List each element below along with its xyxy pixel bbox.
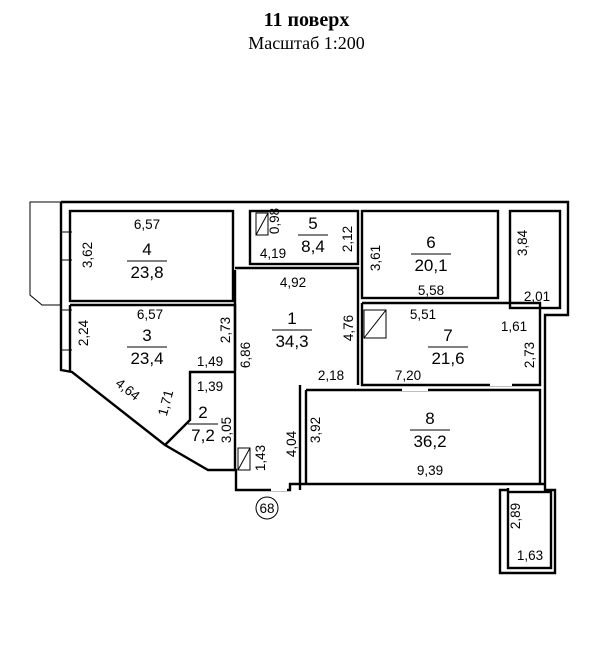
dim-label: 2,73 <box>218 317 233 343</box>
dim-label: 2,18 <box>318 368 344 383</box>
dim-label: 5,58 <box>418 283 444 298</box>
ventilation-shafts <box>237 212 387 471</box>
room-1-area: 34,3 <box>275 332 308 351</box>
dim-label: 7,20 <box>395 368 421 383</box>
room-8-number: 8 <box>425 409 434 428</box>
dim-label: 4,04 <box>284 430 299 457</box>
room-4-area: 23,8 <box>130 263 163 282</box>
room-1-number: 1 <box>287 309 296 328</box>
dim-label: 1,39 <box>197 379 223 394</box>
interior-walls <box>68 209 562 570</box>
room-6-area: 20,1 <box>414 256 447 275</box>
dim-label: 2,24 <box>76 319 91 346</box>
room-4-number: 4 <box>142 240 151 259</box>
axis-marker: 68 <box>255 496 279 520</box>
dim-label: 5,51 <box>410 307 436 322</box>
shaft-icon <box>255 212 269 236</box>
dim-label: 6,57 <box>137 307 163 322</box>
room-2-number: 2 <box>198 403 207 422</box>
dim-label: 2,89 <box>508 503 523 529</box>
dim-label: 3,05 <box>219 417 234 443</box>
dim-label: 6,86 <box>238 342 253 368</box>
dim-label: 3,84 <box>515 229 530 256</box>
room-3-area: 23,4 <box>130 349 163 368</box>
room-5-area: 8,4 <box>301 237 325 256</box>
dim-label: 4,64 <box>113 375 143 403</box>
dim-label: 3,92 <box>308 417 323 443</box>
dim-label: 0,98 <box>267 208 282 234</box>
dim-label: 3,62 <box>80 242 95 268</box>
dim-label: 6,57 <box>134 217 160 232</box>
dim-label: 2,01 <box>524 289 550 304</box>
door-openings <box>271 382 512 491</box>
plan-header: 11 поверх Масштаб 1:200 <box>0 8 613 54</box>
dim-label: 4,19 <box>260 246 286 261</box>
room-8-area: 36,2 <box>413 432 446 451</box>
floor-title: 11 поверх <box>263 9 350 31</box>
room-5-number: 5 <box>308 214 317 233</box>
dimension-labels: 6,57 3,62 0,98 4,19 2,12 3,61 5,58 3,84 … <box>76 208 550 563</box>
room-3-number: 3 <box>142 326 151 345</box>
dim-label: 1,63 <box>517 548 543 563</box>
dim-label: 9,39 <box>417 463 443 478</box>
dim-label: 1,49 <box>197 354 223 369</box>
shaft-icon <box>363 309 387 339</box>
dim-label: 4,92 <box>280 275 306 290</box>
dim-label: 1,71 <box>155 388 176 417</box>
dim-label: 4,76 <box>341 315 356 341</box>
dim-label: 1,43 <box>253 445 268 471</box>
left-facade-strip <box>29 201 61 306</box>
dim-label: 2,73 <box>522 342 537 368</box>
shaft-icon <box>237 447 251 471</box>
dim-label: 2,12 <box>340 226 355 252</box>
dim-label: 3,61 <box>368 245 383 271</box>
room-7-area: 21,6 <box>431 349 464 368</box>
dim-label: 1,61 <box>501 319 527 334</box>
scale-label: Масштаб 1:200 <box>248 33 365 53</box>
room-2-area: 7,2 <box>191 426 215 445</box>
room-7-number: 7 <box>443 326 452 345</box>
room-6-number: 6 <box>426 233 435 252</box>
axis-marker-label: 68 <box>259 501 274 516</box>
room-labels: 4 23,8 5 8,4 6 20,1 3 23,4 1 34,3 7 21,6… <box>127 214 468 451</box>
